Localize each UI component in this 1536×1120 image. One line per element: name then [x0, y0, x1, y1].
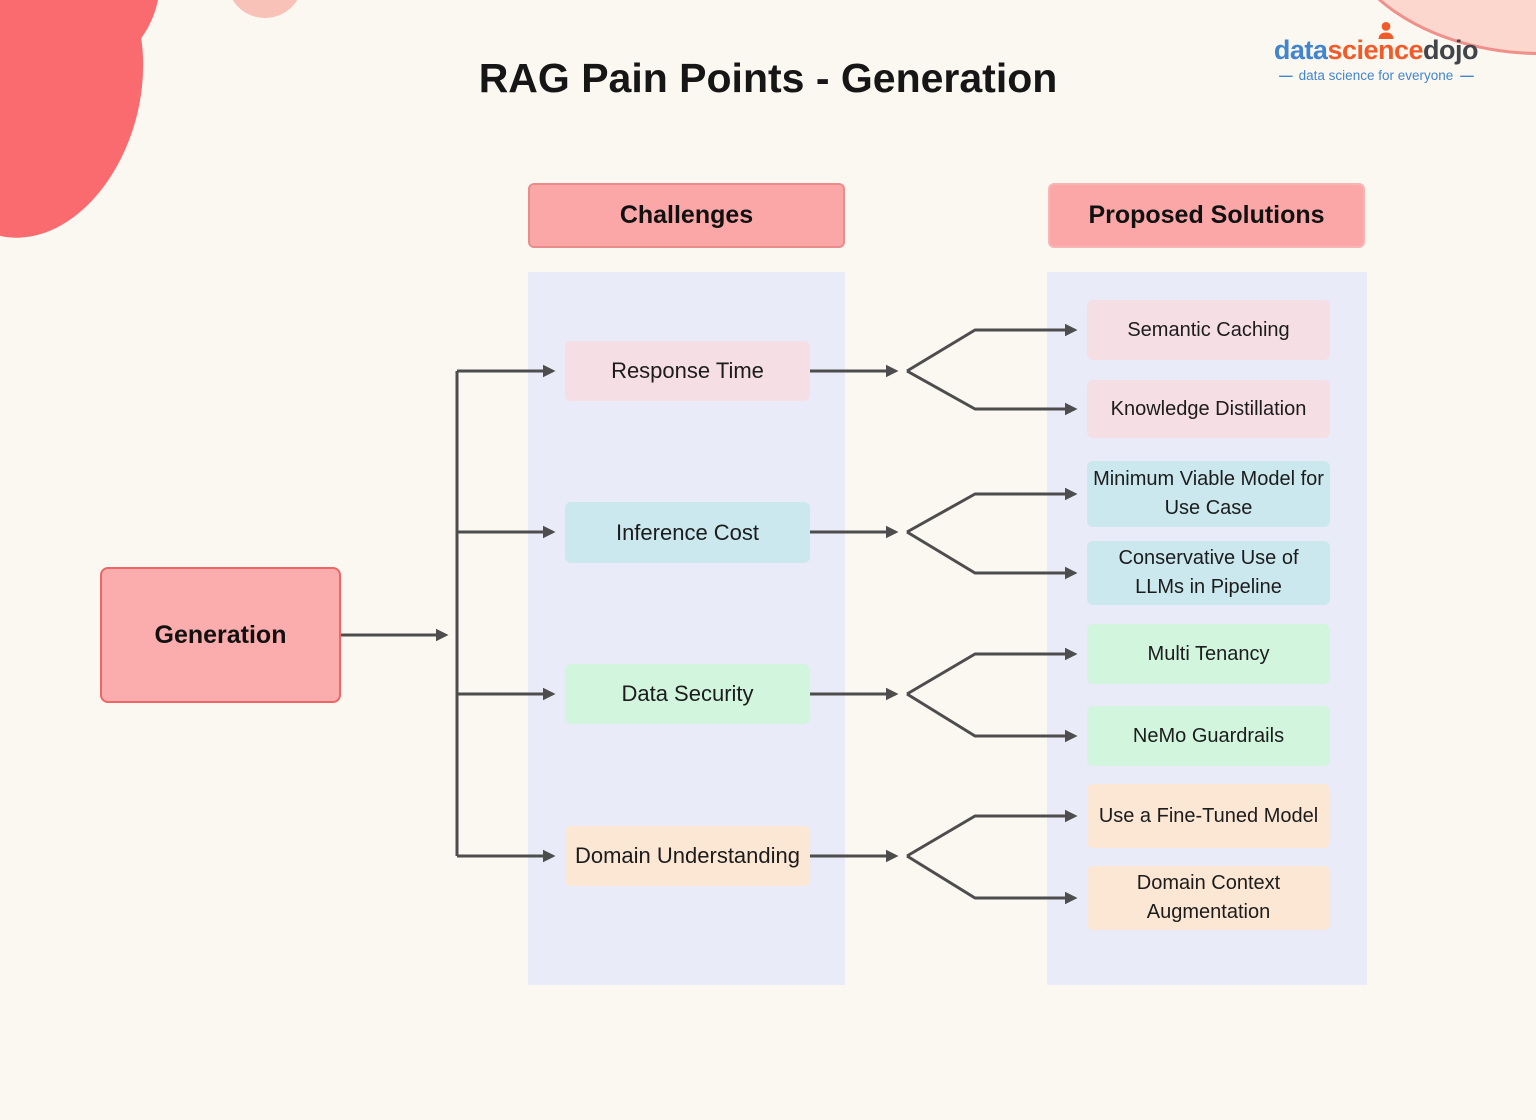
- arrow-to-fine-tuned-model: [906, 809, 1078, 858]
- solution-domain-context-augmentation: Domain Context Augmentation: [1087, 866, 1330, 930]
- solutions-header: Proposed Solutions: [1048, 183, 1365, 248]
- challenge-domain-understanding: Domain Understanding: [565, 826, 810, 886]
- tagline-dash-right: —: [1460, 67, 1473, 83]
- arrow-to-nemo-guardrails: [906, 692, 1078, 743]
- challenges-header: Challenges: [528, 183, 845, 248]
- solution-nemo-guardrails: NeMo Guardrails: [1087, 706, 1330, 766]
- arrow-to-conservative-use: [906, 530, 1078, 580]
- solution-fine-tuned-model: Use a Fine-Tuned Model: [1087, 784, 1330, 848]
- challenge-data-security: Data Security: [565, 664, 810, 724]
- solution-knowledge-distillation: Knowledge Distillation: [1087, 380, 1330, 438]
- tagline-dash-left: —: [1279, 67, 1292, 83]
- challenge-inference-cost: Inference Cost: [565, 502, 810, 563]
- arrow-to-minimum-viable-model: [906, 487, 1078, 534]
- logo-word-science: science: [1327, 35, 1424, 65]
- logo-word-dojo: dojo: [1423, 35, 1478, 65]
- datasciencedojo-logo: datasciencedojo — data science for every…: [1273, 22, 1478, 83]
- person-icon: [1378, 22, 1394, 39]
- logo-word-data: data: [1273, 35, 1328, 65]
- solution-semantic-caching: Semantic Caching: [1087, 300, 1330, 360]
- arrow-to-multi-tenancy: [906, 647, 1078, 696]
- logo-wordmark: datasciencedojo: [1273, 22, 1478, 66]
- arrow-to-knowledge-distillation: [906, 369, 1078, 416]
- logo-tagline: — data science for everyone —: [1274, 68, 1478, 83]
- challenge-response-time: Response Time: [565, 341, 810, 401]
- page-title: RAG Pain Points - Generation: [478, 55, 1058, 101]
- solution-multi-tenancy: Multi Tenancy: [1087, 624, 1330, 684]
- arrow-to-domain-context: [906, 854, 1078, 905]
- tagline-text: data science for everyone: [1298, 67, 1454, 83]
- generation-node: Generation: [100, 567, 341, 703]
- solution-conservative-use-llms: Conservative Use of LLMs in Pipeline: [1087, 541, 1330, 605]
- solution-minimum-viable-model: Minimum Viable Model for Use Case: [1087, 461, 1330, 527]
- arrow-to-semantic-caching: [906, 323, 1078, 373]
